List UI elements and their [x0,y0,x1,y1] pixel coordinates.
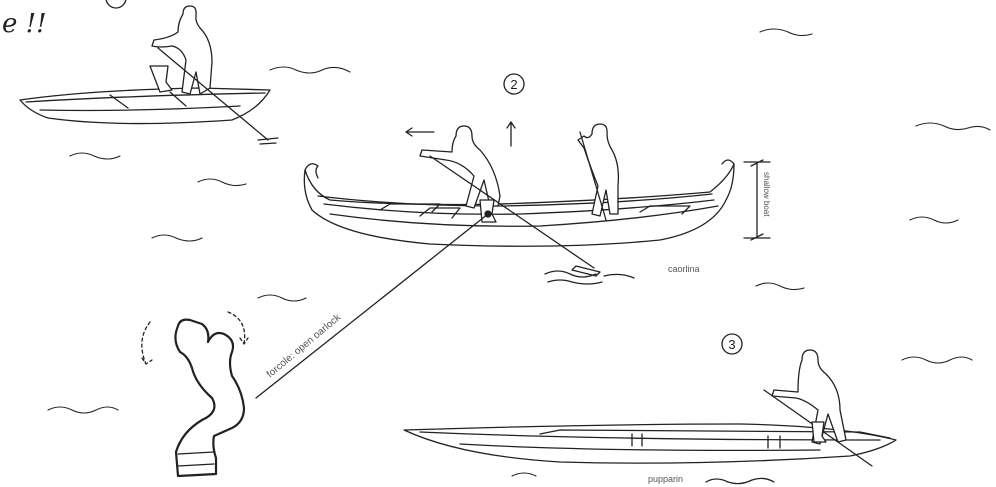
boat-1-oar [158,48,268,140]
arrow-left-icon [406,128,434,136]
caorlina-label: caorlina [668,264,700,274]
forcole-leader-line [256,214,488,398]
number-marker-2-label: 2 [510,77,517,92]
boat-1-inner-line [40,106,240,111]
rotate-arrow-left-icon [142,322,152,364]
boat-1-gunwale [26,93,265,102]
boat-1-rowing-scene [20,6,278,144]
arrow-up-icon [507,122,515,146]
shallow-boat-label: shallow boat [762,172,771,217]
pupparin-water [706,478,774,483]
handwritten-note: e !! [2,9,47,39]
caorlina-rowing-scene [304,122,770,284]
boat-1-forcola [150,66,172,92]
boat-1-thwart [110,92,186,108]
number-marker-3-label: 3 [728,337,735,352]
water-ripples [48,29,990,476]
pupparin-rowing-scene [404,350,896,484]
caorlina-stern-curl [722,160,734,164]
forcole-label: forcole: open oarlock [265,312,344,381]
boat-1-oar-blade [258,138,278,144]
forcole-leader-dot [485,211,491,217]
pupparin-label: pupparin [648,474,683,484]
cropped-number-marker [106,0,126,8]
caorlina-water [545,271,634,284]
